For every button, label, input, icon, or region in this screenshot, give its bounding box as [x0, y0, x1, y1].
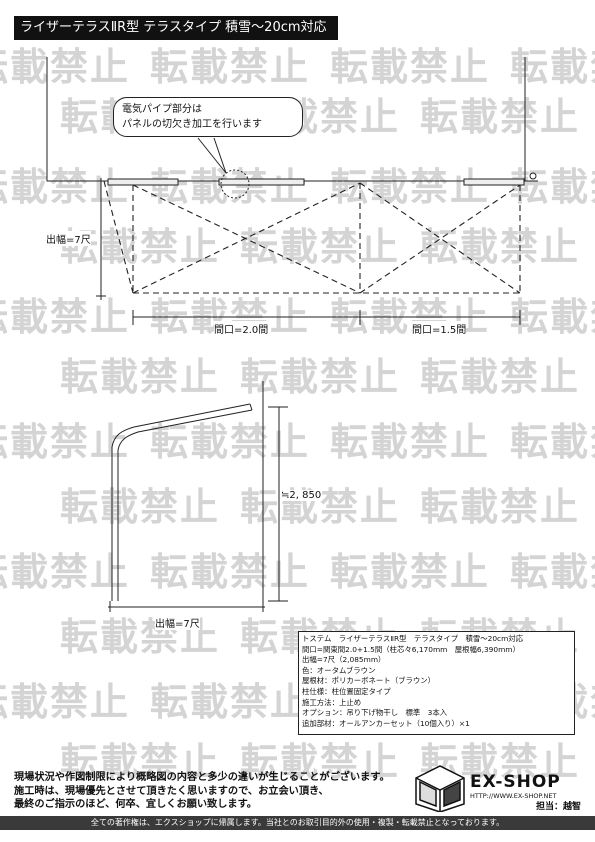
- brace-line: [359, 184, 521, 294]
- side-height-label: ≒2, 850: [281, 490, 322, 501]
- plan-span2-label: 間口=1.5間: [412, 321, 467, 336]
- spec-line: 出幅=7尺（2,085mm）: [302, 655, 386, 665]
- plan-depth-label: 出幅=7尺: [46, 231, 91, 246]
- spec-line: トステム ライザーテラスⅡR型 テラスタイプ 積雪〜20cm対応: [302, 634, 524, 643]
- pipe-circle: [220, 169, 250, 199]
- plan-span1-label: 間口=2.0間: [214, 321, 269, 336]
- side-roof-inner: [117, 409, 253, 451]
- side-roof-end: [249, 403, 253, 411]
- roof-panel-right: [463, 178, 525, 186]
- spec-line: 屋根材：ポリカーボネート（ブラウン）: [302, 676, 436, 686]
- spec-line: 施工方法：上止め: [302, 697, 362, 707]
- side-roof: [111, 403, 251, 448]
- person-in-charge: 担当：越智: [536, 802, 582, 812]
- page-title: ライザーテラスⅡR型 テラスタイプ 積雪〜20cm対応: [14, 16, 338, 40]
- callout-line-1: 電気パイプ部分は: [122, 104, 202, 115]
- side-depth-label: 出幅=7尺: [155, 615, 200, 630]
- roof-panel-left: [107, 178, 179, 186]
- callout-box: 電気パイプ部分は パネルの切欠き加工を行います: [113, 97, 303, 137]
- roof-panel-middle: [218, 178, 305, 186]
- exshop-logo-icon: [415, 765, 465, 812]
- callout-pointer: [197, 137, 227, 174]
- brace-line: [132, 184, 361, 294]
- notice-line: 現場状況や作図制限により概略図の内容と多少の違いが生じることがございます。: [14, 772, 390, 783]
- brand-name: EX-SHOP: [470, 772, 561, 792]
- brace-line: [132, 182, 361, 294]
- copyright-footer: 全ての著作権は、エクスショップに帰属します。当社とのお取引目的外の使用・複製・転…: [0, 816, 595, 830]
- brace-line: [359, 182, 521, 294]
- pipe-marker: [529, 172, 537, 180]
- notice-text: 現場状況や作図制限により概略図の内容と多少の違いが生じることがございます。 施工…: [14, 771, 390, 812]
- notice-line: 施工時は、現場優先とさせて頂きたく思いますので、お立会い頂き、: [14, 785, 329, 797]
- spec-line: 追加部材：オールアンカーセット（10個入り）×1: [302, 718, 470, 728]
- notice-line: 最終のご指示のほど、何卒、宜しくお願い致します。: [14, 799, 257, 810]
- spec-line: 間口=関東間2.0+1.5間（柱芯々6,170mm 屋根幅6,390mm）: [302, 644, 520, 654]
- brand-url: HTTP://WWW.EX-SHOP.NET: [470, 792, 557, 800]
- spec-line: 色：オータムブラウン: [302, 665, 376, 675]
- callout-line-2: パネルの切欠き加工を行います: [122, 119, 262, 130]
- spec-line: オプション：吊り下げ物干し 標準 3本入: [302, 708, 448, 718]
- spec-line: 柱仕様：柱位置固定タイプ: [302, 686, 391, 696]
- spec-box: トステム ライザーテラスⅡR型 テラスタイプ 積雪〜20cm対応 間口=関東間2…: [298, 631, 575, 735]
